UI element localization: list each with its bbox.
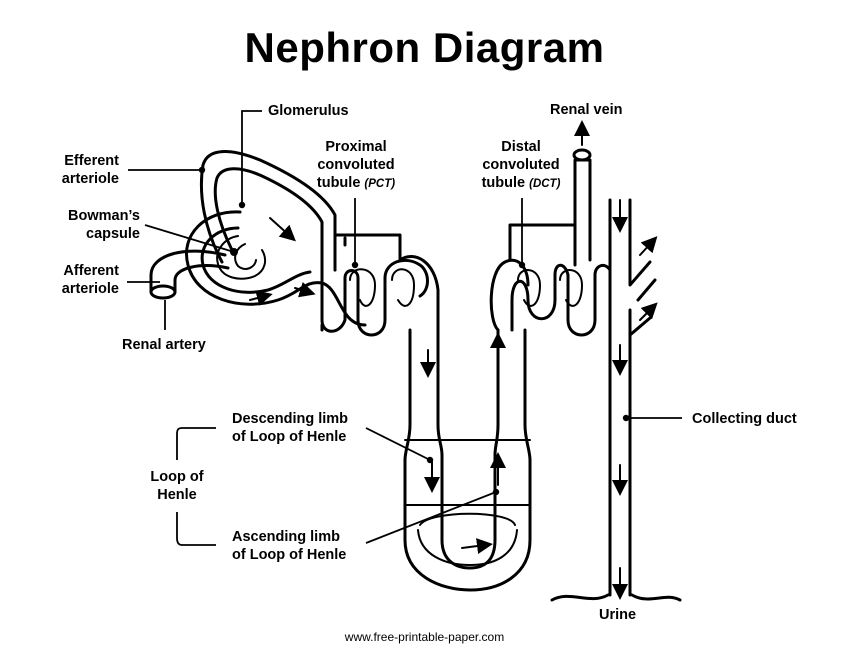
- bowmans-capsule-label: Bowman’s capsule: [30, 207, 140, 243]
- loop-of-henle-shape: [403, 328, 532, 592]
- dct-label-line-2: convoluted: [482, 157, 560, 173]
- urine-label: Urine: [599, 607, 637, 623]
- dct-label: Distal convoluted tubule (DCT): [470, 138, 572, 193]
- pct-label-line-3: tubule (PCT): [300, 174, 412, 193]
- dct-label-line-1: Distal: [501, 139, 541, 155]
- ascending-label-line-1: Ascending limb: [232, 529, 340, 545]
- dct-abbreviation: (DCT): [529, 178, 561, 190]
- efferent-arteriole-shape: [199, 150, 337, 272]
- descending-label-line-1: Descending limb: [232, 411, 349, 427]
- loop-label-line-1: Loop of: [150, 469, 204, 485]
- afferent-label-line-1: Afferent: [63, 263, 119, 279]
- descending-label-line-2: of Loop of Henle: [232, 429, 347, 445]
- bowmans-capsule-shape: [185, 210, 367, 327]
- renal-artery-label: Renal artery: [122, 337, 206, 353]
- glomerulus-label: Glomerulus: [268, 103, 349, 119]
- pct-label-line-2: convoluted: [317, 157, 395, 173]
- dct-label-word: tubule: [481, 175, 526, 191]
- bowman-label-line-1: Bowman’s: [68, 208, 140, 224]
- loop-label-line-2: Henle: [157, 487, 197, 503]
- dct-label-line-3: tubule (DCT): [470, 174, 572, 193]
- leader-lines: [127, 110, 682, 546]
- ascending-limb-label: Ascending limb of Loop of Henle: [232, 528, 346, 564]
- efferent-arteriole-label: Efferent arteriole: [40, 152, 119, 188]
- flow-arrows: [249, 120, 658, 600]
- renal-vein-label: Renal vein: [550, 102, 623, 118]
- afferent-label-line-2: arteriole: [61, 281, 119, 297]
- pct-label: Proximal convoluted tubule (PCT): [300, 138, 412, 193]
- bowman-label-line-2: capsule: [86, 226, 140, 242]
- efferent-label-line-2: arteriole: [61, 171, 119, 187]
- descending-limb-label: Descending limb of Loop of Henle: [232, 410, 348, 446]
- pct-abbreviation: (PCT): [364, 178, 396, 190]
- pct-label-line-1: Proximal: [325, 139, 387, 155]
- efferent-label-line-1: Efferent: [64, 153, 119, 169]
- pct-shape: [320, 233, 440, 427]
- footer-url: www.free-printable-paper.com: [344, 630, 505, 644]
- ascending-label-line-2: of Loop of Henle: [232, 547, 347, 563]
- pct-label-word: tubule: [316, 175, 361, 191]
- loop-of-henle-label: Loop of Henle: [140, 468, 214, 504]
- collecting-duct-shape: [550, 198, 682, 602]
- page-title: Nephron Diagram: [244, 24, 605, 71]
- dct-shape: [489, 148, 612, 337]
- collecting-duct-label: Collecting duct: [692, 411, 797, 427]
- afferent-arteriole-label: Afferent arteriole: [40, 262, 119, 298]
